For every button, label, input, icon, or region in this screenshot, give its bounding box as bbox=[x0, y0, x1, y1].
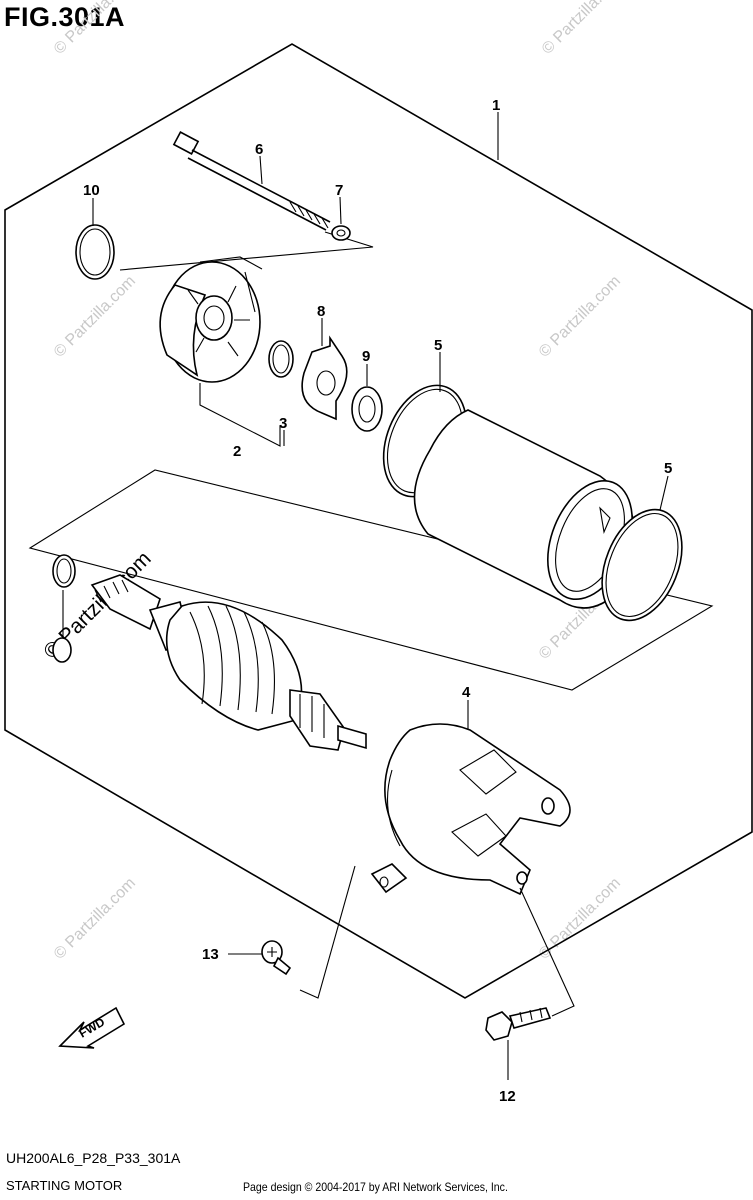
callout-9: 9 bbox=[362, 348, 370, 365]
callout-1: 1 bbox=[492, 97, 500, 114]
washer-7 bbox=[331, 225, 351, 241]
callout-7: 7 bbox=[335, 182, 343, 199]
front-cover bbox=[159, 256, 263, 383]
lock-plate-8 bbox=[301, 335, 348, 421]
callout-13: 13 bbox=[202, 946, 219, 963]
callout-5-left: 5 bbox=[434, 337, 442, 354]
o-ring-5-right-inner bbox=[605, 512, 679, 618]
fwd-arrow: FWD bbox=[58, 1006, 126, 1049]
callout-8: 8 bbox=[317, 303, 325, 320]
o-ring-10-inner bbox=[79, 228, 111, 276]
watermark: © Partzilla.com bbox=[536, 273, 624, 361]
assembly-outline bbox=[4, 43, 753, 999]
through-bolt bbox=[172, 131, 331, 231]
rear-cover bbox=[370, 723, 571, 896]
bolt-12 bbox=[485, 887, 575, 1080]
callout-12: 12 bbox=[499, 1088, 516, 1105]
callout-10: 10 bbox=[83, 182, 100, 199]
watermark: © Partzilla.com bbox=[51, 875, 139, 963]
callout-4: 4 bbox=[462, 684, 471, 701]
armature-group-outline bbox=[28, 469, 714, 691]
copyright-notice: Page design © 2004-2017 by ARI Network S… bbox=[243, 1180, 508, 1194]
watermark: © Partzilla.com bbox=[51, 0, 139, 58]
washer-9 bbox=[351, 386, 383, 432]
leader-lines bbox=[92, 112, 669, 730]
callouts: 1 6 7 10 8 9 5 3 2 5 4 13 12 bbox=[83, 97, 672, 1105]
callout-5-right: 5 bbox=[664, 460, 672, 477]
screw-13 bbox=[228, 865, 356, 999]
section-name: STARTING MOTOR bbox=[6, 1178, 123, 1193]
callout-3: 3 bbox=[279, 415, 287, 432]
washer-9-inner bbox=[358, 395, 376, 423]
armature bbox=[90, 574, 367, 751]
figure-title: FIG.301A bbox=[4, 2, 126, 32]
o-ring-5-right bbox=[601, 508, 683, 622]
watermark: © Partzilla.com bbox=[539, 0, 627, 58]
circlip-washer bbox=[52, 554, 76, 663]
front-cover-bracket-lower bbox=[199, 383, 281, 447]
o-ring-10 bbox=[75, 224, 115, 280]
diagram-code: UH200AL6_P28_P33_301A bbox=[6, 1150, 181, 1166]
callout-2: 2 bbox=[233, 443, 241, 460]
callout-6: 6 bbox=[255, 141, 263, 158]
watermark: © Partzilla.com bbox=[51, 273, 139, 361]
ring-3-inner bbox=[272, 344, 290, 374]
